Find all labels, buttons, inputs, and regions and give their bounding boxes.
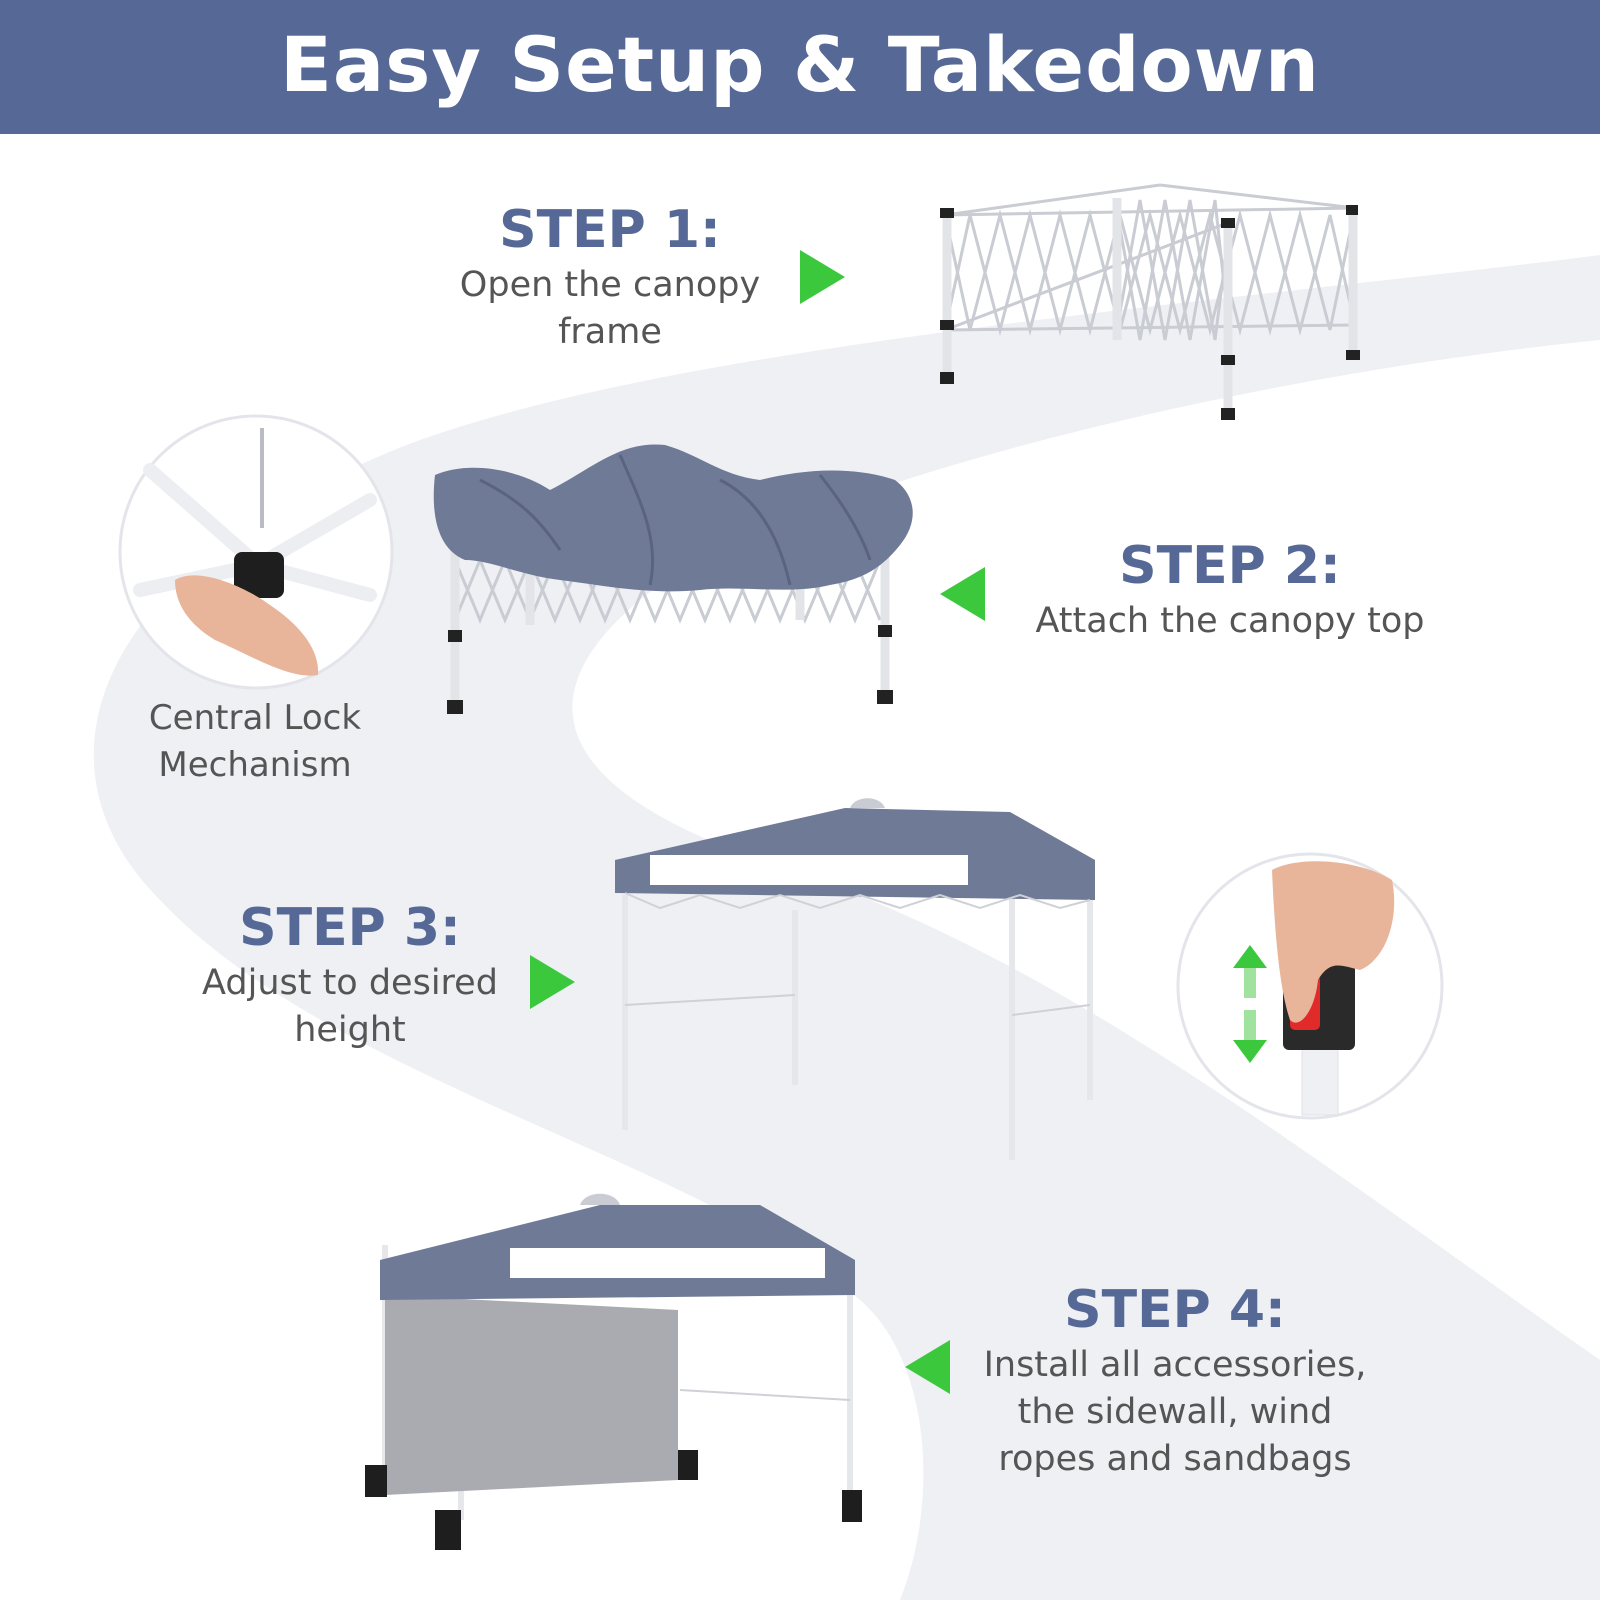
- step3-canopy-image: [615, 798, 1095, 1160]
- page-title: Easy Setup & Takedown: [279, 20, 1321, 109]
- height-adjust-image: [1176, 852, 1444, 1120]
- step2-arrow-icon: [940, 567, 985, 621]
- step1-frame-legs: [942, 198, 1358, 415]
- step3-description-line1: Adjust to desired: [202, 963, 498, 1003]
- central-lock-caption-line2: Mechanism: [158, 745, 352, 785]
- step2-canopy-image: [433, 444, 913, 714]
- step4-description-line1: Install all accessories,: [983, 1345, 1367, 1385]
- step3-heading: STEP 3:: [239, 898, 461, 958]
- step1-heading: STEP 1:: [499, 200, 721, 260]
- step4-arrow-icon: [905, 1340, 950, 1394]
- step1-description-line1: Open the canopy: [459, 265, 761, 305]
- step3-description-line2: height: [294, 1010, 406, 1050]
- winding-path-background: [93, 255, 1600, 1600]
- step3-arrow-icon: [530, 955, 575, 1009]
- central-lock-image: [118, 414, 394, 690]
- step4-heading: STEP 4:: [1064, 1280, 1286, 1340]
- step4-description-line3: ropes and sandbags: [998, 1439, 1352, 1479]
- step1-description-line2: frame: [558, 312, 662, 352]
- title-banner: Easy Setup & Takedown: [0, 0, 1600, 134]
- step1-arrow-icon: [800, 250, 845, 304]
- step2-heading: STEP 2:: [1119, 536, 1341, 596]
- step1-frame-feet: [940, 205, 1360, 420]
- step2-description-line1: Attach the canopy top: [1035, 601, 1425, 641]
- step4-description-line2: the sidewall, wind: [1017, 1392, 1333, 1432]
- step1-frame-image: [943, 183, 1357, 341]
- central-lock-caption-line1: Central Lock: [148, 698, 362, 738]
- up-down-arrow-icon: [1233, 945, 1267, 1063]
- step4-canopy-image: [365, 1193, 862, 1550]
